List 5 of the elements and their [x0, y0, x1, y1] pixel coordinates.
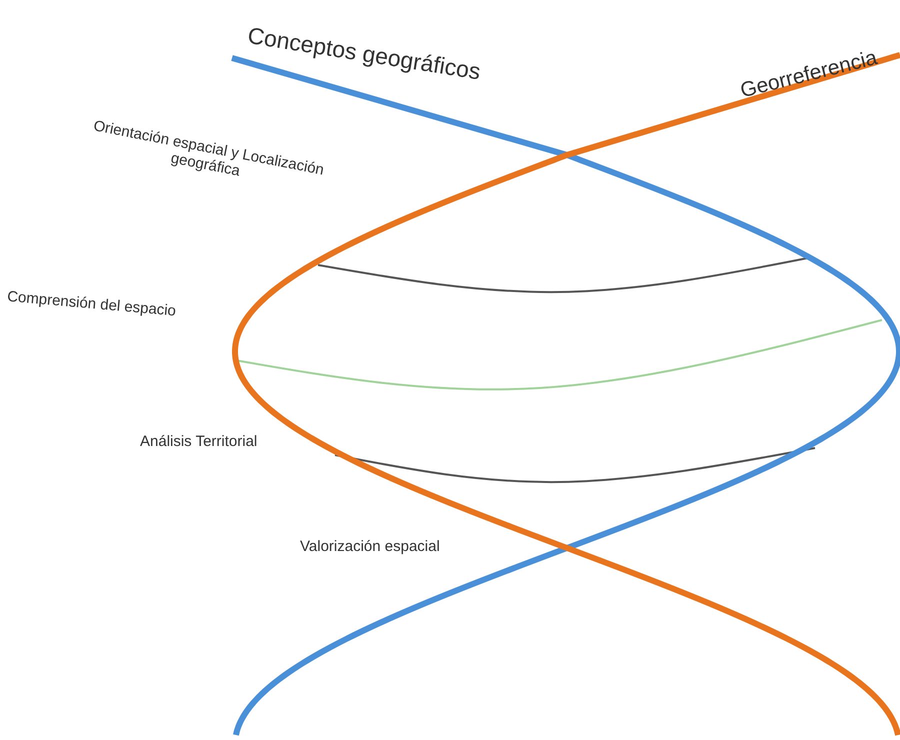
level-label: Análisis Territorial: [140, 433, 258, 450]
strand-title: Conceptos geográficos: [246, 22, 482, 85]
level-label: Orientación espacial y Localización geográfica: [91, 116, 326, 182]
level-label: Comprensión del espacio: [6, 288, 177, 320]
level-label: Valorización espacial: [300, 538, 440, 556]
